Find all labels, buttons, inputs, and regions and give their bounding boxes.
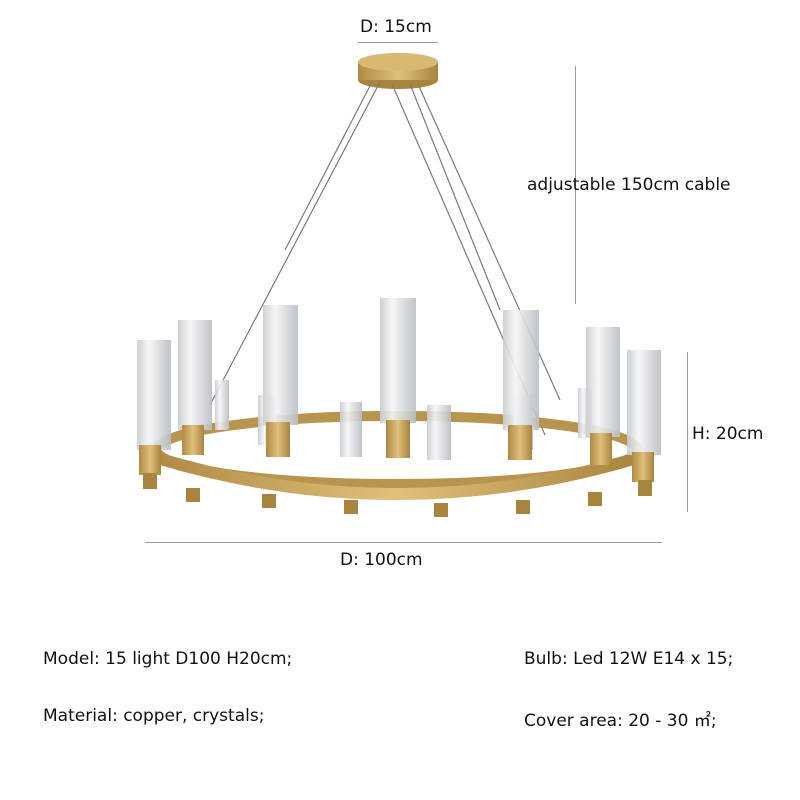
spec-bulb: Bulb: Led 12W E14 x 15; (524, 649, 734, 669)
spec-material: Material: copper, crystals; (43, 706, 265, 726)
cable-length-line (575, 66, 576, 304)
ring-diameter-line (145, 542, 662, 543)
height-label: H: 20cm (692, 424, 764, 444)
height-line (687, 352, 688, 512)
canopy (358, 53, 438, 89)
cable-length-label: adjustable 150cm cable (527, 175, 731, 195)
canopy-diameter-label: D: 15cm (360, 17, 432, 37)
front-lamps (137, 298, 661, 517)
ring-front (155, 452, 639, 500)
spec-model: Model: 15 light D100 H20cm; (43, 649, 293, 669)
spec-cover-area: Cover area: 20 - 30 ㎡; (524, 711, 717, 731)
canopy-diameter-line (358, 42, 438, 43)
ring-diameter-label: D: 100cm (340, 550, 423, 570)
suspension-cables (209, 81, 561, 436)
chandelier-illustration (137, 53, 661, 517)
